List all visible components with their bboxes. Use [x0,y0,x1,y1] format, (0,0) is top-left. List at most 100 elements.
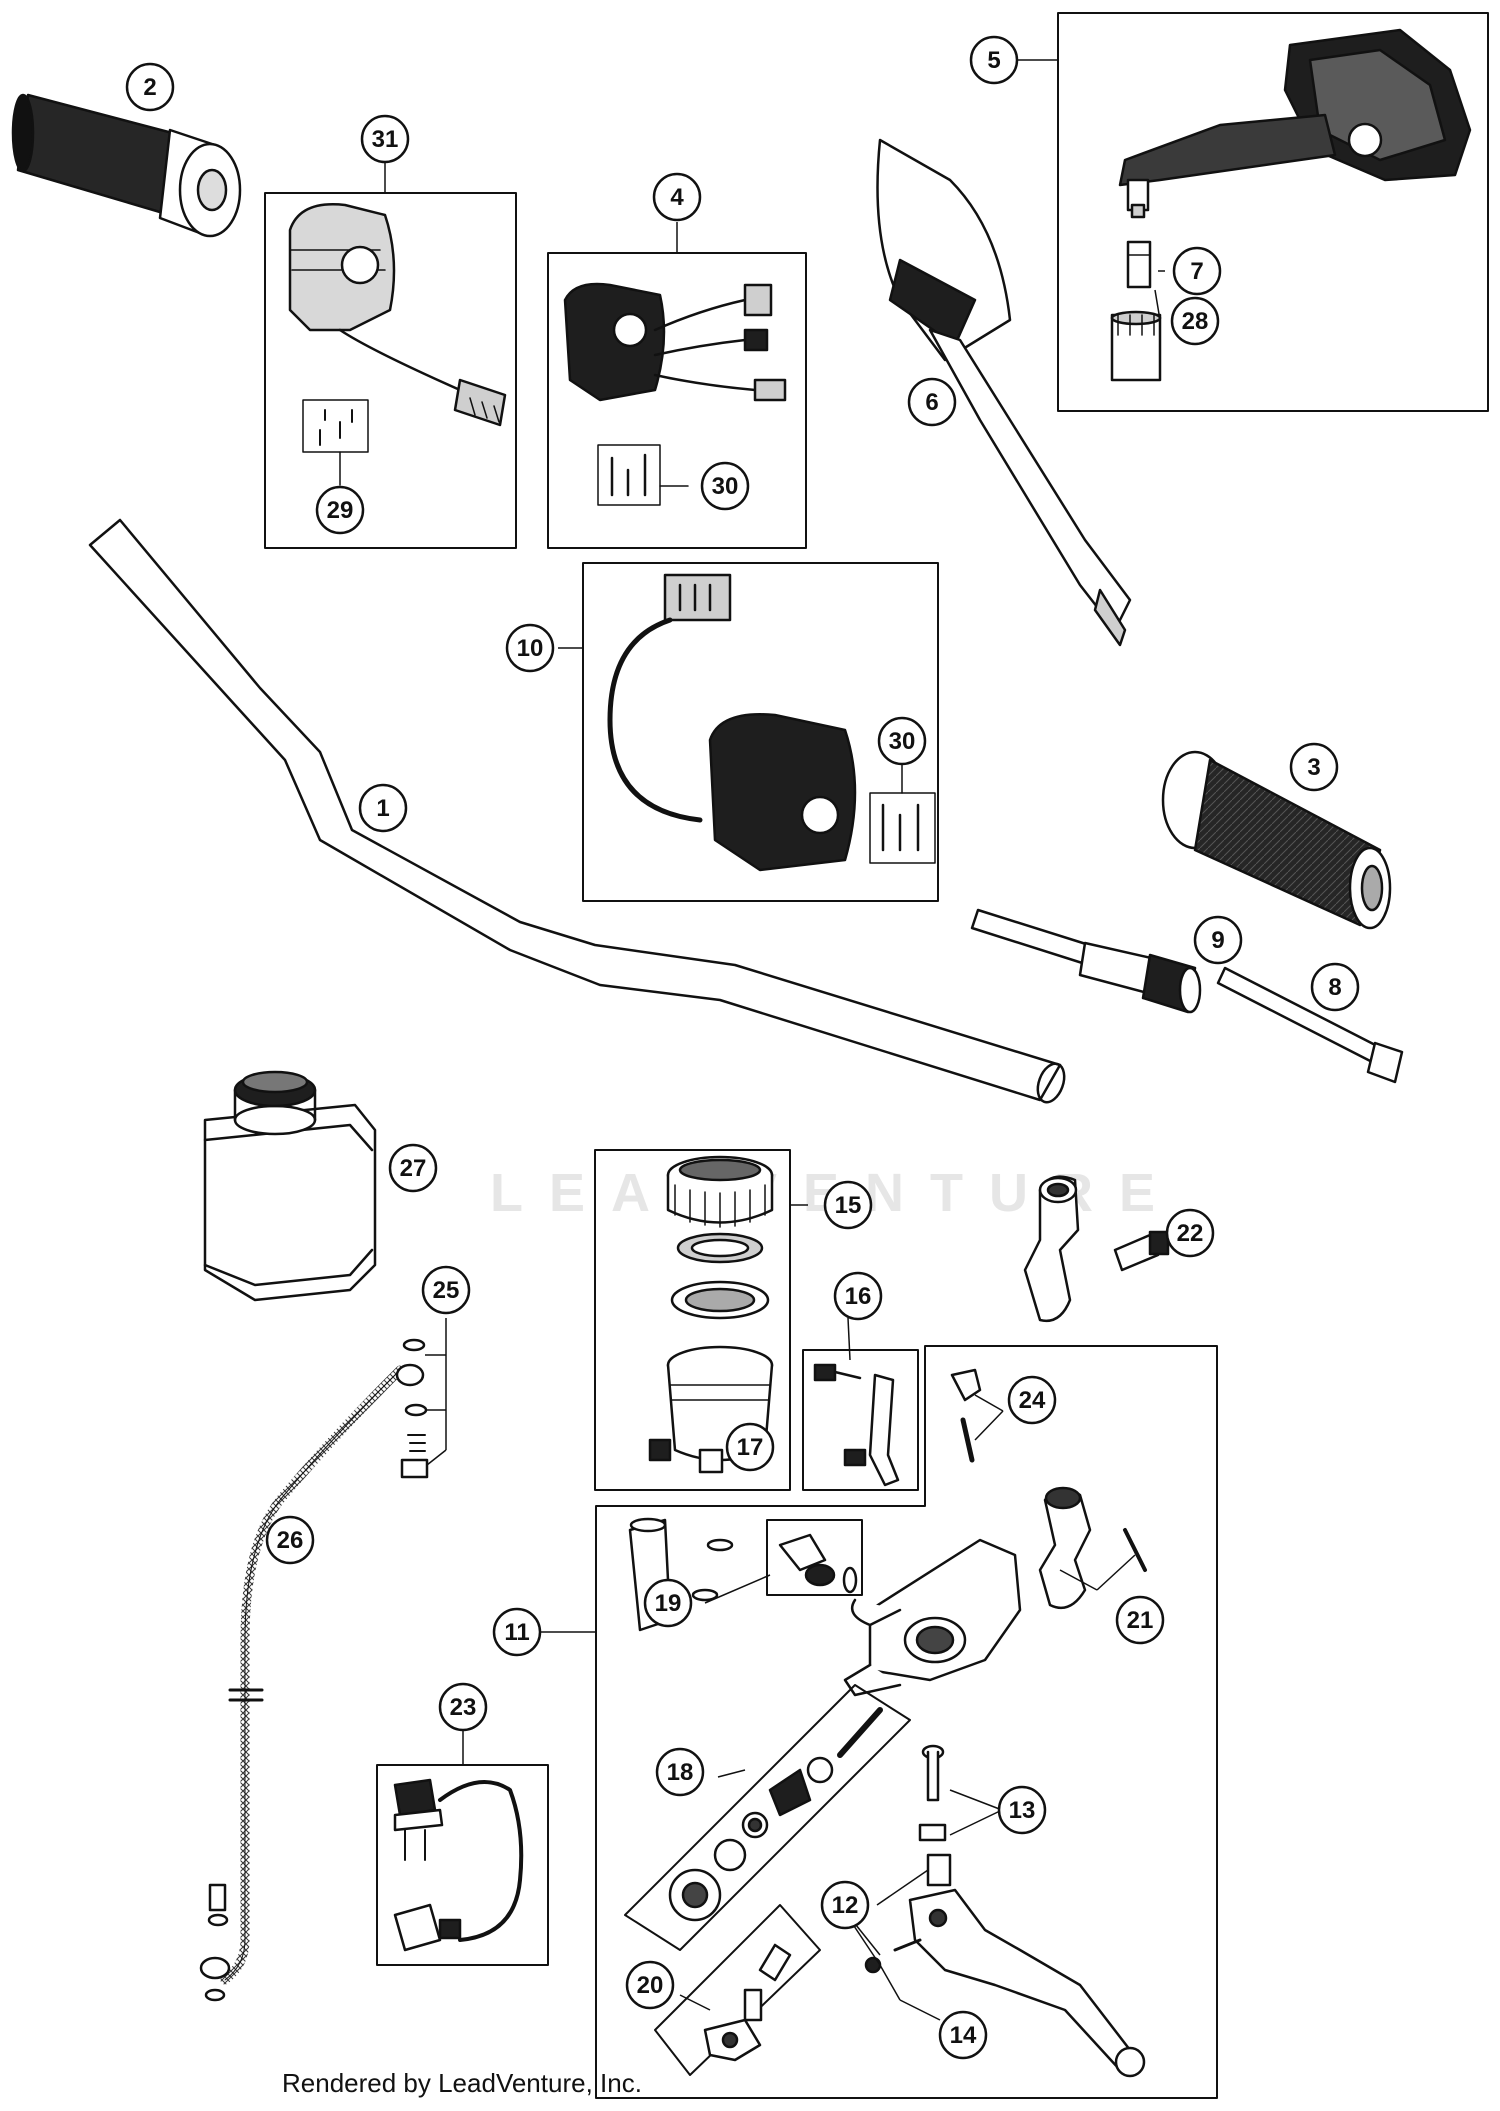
callout-label: 31 [372,126,399,153]
brake-switch-23 [393,1778,524,1952]
banjo-fittings [199,1338,429,2002]
box-20 [654,1904,821,2076]
mirror-6 [876,138,1132,647]
callout-label: 19 [655,1590,682,1617]
pushrod-20 [703,1943,792,2062]
fluid-can-27 [203,1070,377,1302]
switch-31 [288,203,507,427]
callout-circle [1165,1208,1215,1258]
callout-label: 4 [670,184,684,211]
callout-circle [1172,246,1222,296]
callout-circle [833,1271,883,1321]
callout-circle [643,1578,693,1628]
callout-circle [1310,962,1360,1012]
nut-28 [1110,310,1162,382]
leader-lines [384,59,1165,2021]
box-29 [302,399,369,453]
callout-circle [907,377,957,427]
callout-circle [358,783,408,833]
callout-circle [820,1880,870,1930]
box-5 [1057,12,1489,412]
callout-label: 23 [450,1694,477,1721]
callout-label: 12 [832,1892,859,1919]
callout-label: 3 [1307,754,1320,781]
callout-circle [125,62,175,112]
bracket-16 [813,1363,900,1487]
handlebar [88,518,1062,1102]
lever-12 [864,1853,1146,2078]
footer-credit: Rendered by LeadVenture, Inc. [282,2068,642,2098]
fitting-19 [778,1533,858,1594]
callout-circle [969,35,1019,85]
box-19 [766,1519,863,1596]
grip-right [1161,750,1392,930]
handlebar-end [1036,1062,1066,1104]
callout-circle [1193,915,1243,965]
callout-label: 29 [327,497,354,524]
box-18 [624,1684,911,1951]
screws-30b [881,803,920,852]
callout-circle [315,485,365,535]
callout-label: 25 [433,1277,460,1304]
callout-circle [1289,742,1339,792]
screws-29 [319,409,353,446]
callout-label: 18 [667,1759,694,1786]
callout-label: 7 [1190,258,1203,285]
brake-line-26 [220,1365,405,1985]
callout-label: 30 [712,473,739,500]
callout-circle [492,1607,542,1657]
callout-circle [388,1143,438,1193]
screw-24 [950,1368,982,1463]
piston-kit-18 [668,1707,883,1922]
callout-label: 6 [925,389,938,416]
callout-circle [877,716,927,766]
callout-label: 24 [1019,1387,1046,1414]
callout-label: 9 [1211,927,1224,954]
callout-circle [1170,296,1220,346]
callout-label: 17 [737,1434,764,1461]
mirror-5 [1118,28,1472,219]
callout-label: 27 [400,1155,427,1182]
callout-circle [997,1785,1047,1835]
callout-label: 26 [277,1527,304,1554]
bolt-9 [970,908,1202,1014]
callout-circle [421,1265,471,1315]
callout-circle [265,1515,315,1565]
callout-label: 5 [987,47,1000,74]
callout-circle [700,461,750,511]
callout-circle [360,114,410,164]
switch-10 [607,573,857,872]
callout-label: 11 [504,1619,529,1646]
callout-circle [938,2010,988,2060]
clamp-22 [1023,1175,1170,1323]
callout-circle [725,1422,775,1472]
callout-circle [625,1960,675,2010]
callout-label: 10 [517,635,544,662]
callout-circle [655,1747,705,1797]
screws-30a [610,453,647,497]
callout-label: 13 [1009,1797,1036,1824]
callout-label: 2 [143,74,156,101]
box-15 [594,1149,791,1491]
callout-circle [652,172,702,222]
callout-label: 21 [1127,1607,1154,1634]
box-16 [802,1349,919,1491]
grip-left [11,93,242,238]
box-30b [869,792,936,864]
callout-circle [438,1682,488,1732]
callout-circle [823,1180,873,1230]
callout-label: 20 [637,1972,664,1999]
bolt-13 [918,1744,947,1842]
box-11-top [595,1345,1218,2099]
callout-label: 15 [835,1192,862,1219]
bolt-8 [1216,966,1404,1084]
callout-label: 22 [1177,1220,1204,1247]
callout-label: 30 [889,728,916,755]
switch-4 [563,282,787,402]
callout-label: 8 [1328,974,1341,1001]
callout-label: 16 [845,1283,872,1310]
box-31 [264,192,517,549]
callouts: 1234567891011121314151617181920212223242… [125,35,1360,2060]
callout-label: 1 [376,795,389,822]
